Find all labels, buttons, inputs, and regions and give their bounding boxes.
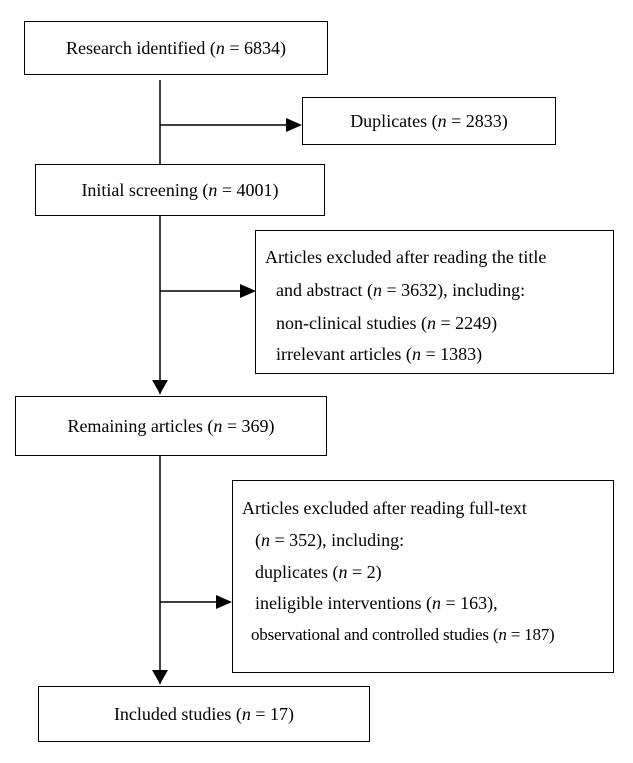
excluded-title-line-2: and abstract (n = 3632), including:	[276, 280, 526, 300]
remaining-articles-label: Remaining articles (n = 369)	[67, 416, 275, 436]
research-identified-box: Research identified (n = 6834)	[24, 21, 328, 75]
arrowhead-to-included	[152, 670, 168, 684]
initial-screening-label: Initial screening (n = 4001)	[81, 180, 279, 200]
arrowhead-to-duplicates	[286, 118, 302, 132]
excluded-fulltext-line-3: duplicates (n = 2)	[255, 562, 382, 582]
excluded-fulltext-line-4: ineligible interventions (n = 163),	[255, 593, 498, 613]
excluded-fulltext-line-1: Articles excluded after reading full-tex…	[242, 498, 527, 518]
initial-screening-box: Initial screening (n = 4001)	[35, 164, 325, 216]
duplicates-box: Duplicates (n = 2833)	[302, 97, 556, 145]
arrowhead-to-excluded-fulltext	[216, 595, 232, 609]
arrowhead-to-excluded-title	[240, 284, 256, 298]
excluded-title-line-1: Articles excluded after reading the titl…	[265, 247, 547, 267]
remaining-articles-box: Remaining articles (n = 369)	[15, 396, 327, 456]
excluded-fulltext-box: Articles excluded after reading full-tex…	[232, 480, 614, 673]
arrowhead-to-remaining	[152, 380, 168, 394]
excluded-title-line-4: irrelevant articles (n = 1383)	[276, 344, 483, 364]
included-studies-box: Included studies (n = 17)	[38, 686, 370, 742]
excluded-fulltext-line-5: observational and controlled studies (n …	[251, 625, 555, 644]
research-identified-label: Research identified (n = 6834)	[65, 38, 287, 58]
included-studies-label: Included studies (n = 17)	[113, 704, 295, 724]
excluded-title-abstract-box: Articles excluded after reading the titl…	[255, 230, 614, 374]
excluded-title-line-3: non-clinical studies (n = 2249)	[276, 313, 498, 333]
duplicates-label: Duplicates (n = 2833)	[350, 111, 508, 131]
excluded-fulltext-line-2: (n = 352), including:	[255, 530, 405, 550]
